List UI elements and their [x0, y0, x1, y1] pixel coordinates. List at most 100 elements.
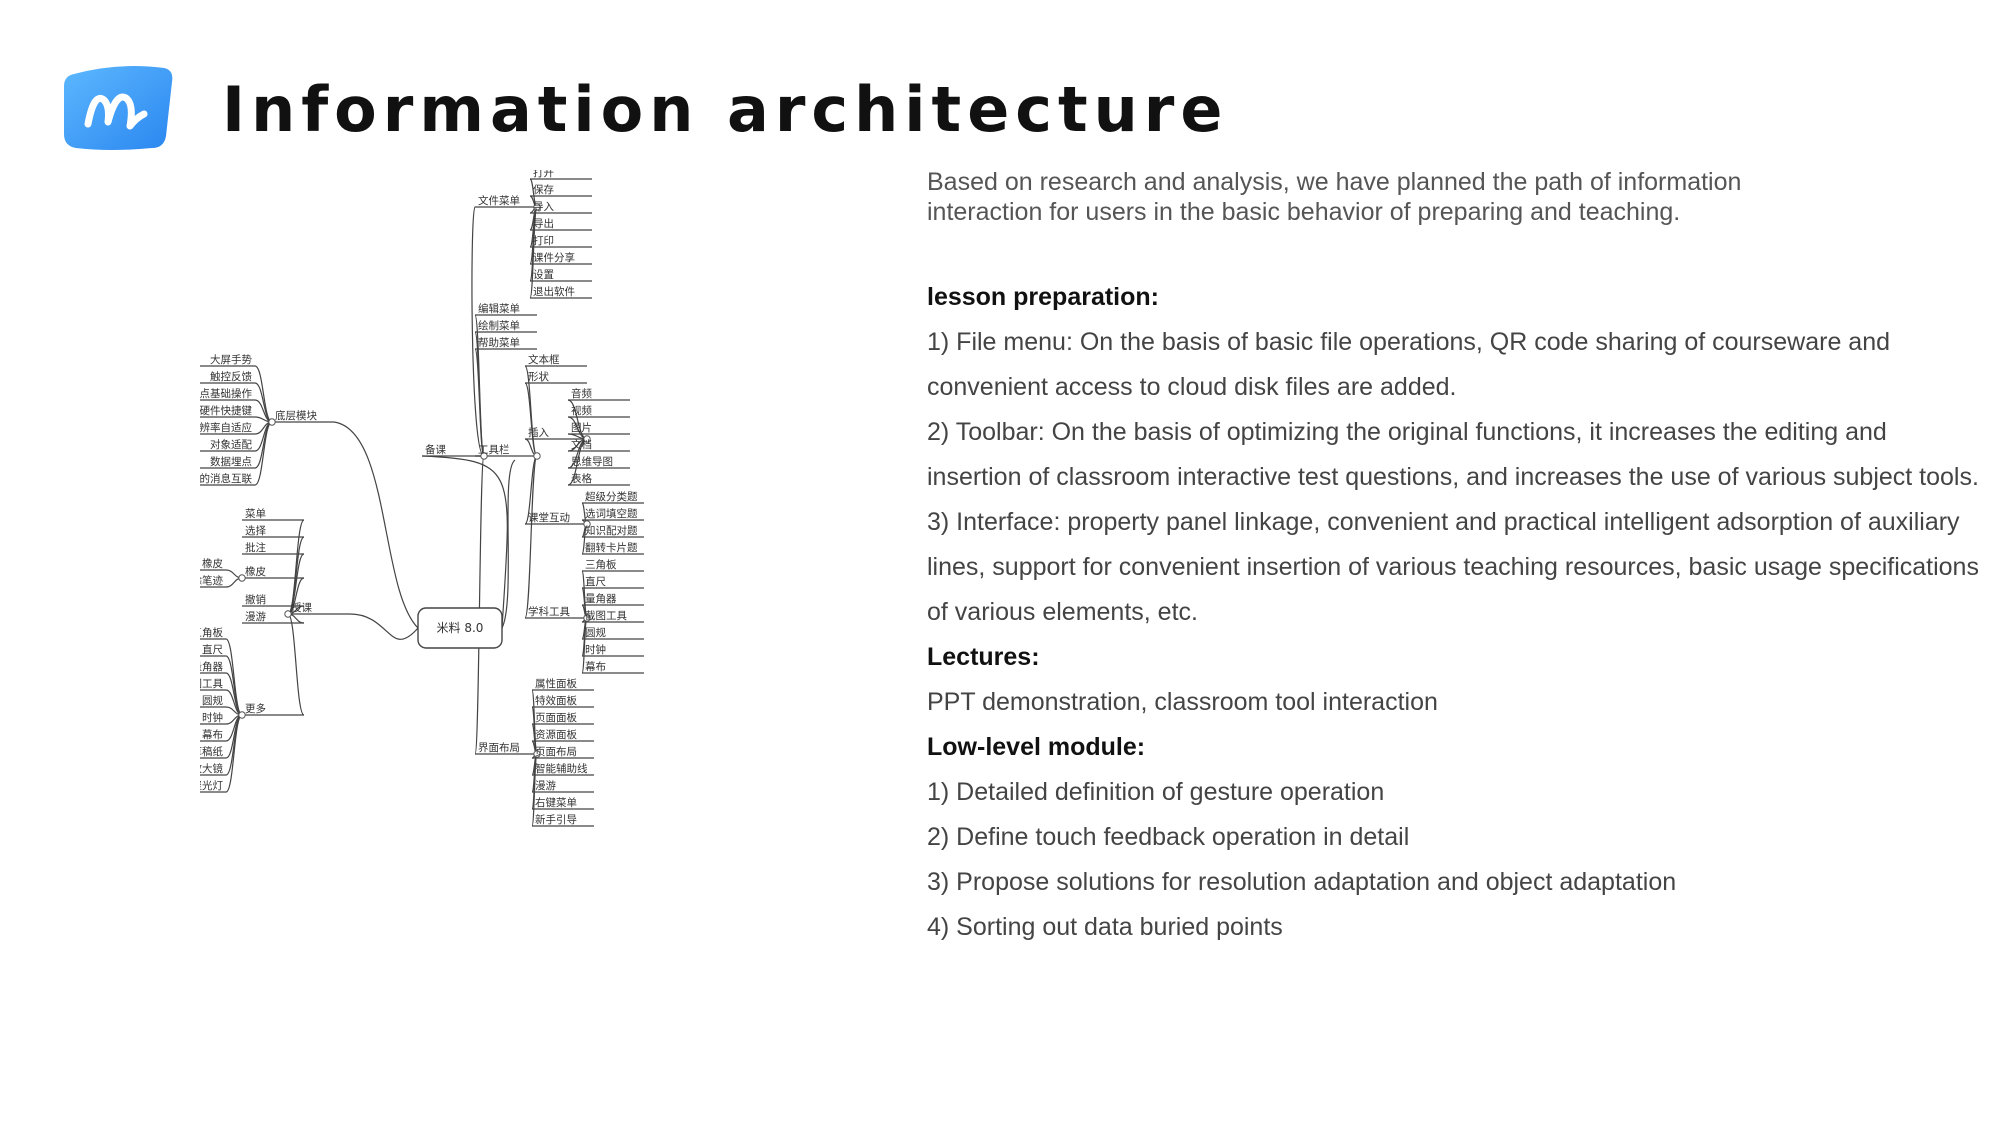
collapse-toggle-icon[interactable]: [583, 520, 591, 528]
mindmap-node-ia-fill[interactable]: 选词填空题: [585, 507, 638, 520]
mindmap-node-lc-undo[interactable]: 撤销: [245, 593, 266, 606]
mindmap-node-mo-clock[interactable]: 时钟: [202, 711, 223, 724]
mindmap-node-bs-touch[interactable]: 触控反馈: [210, 370, 252, 383]
mindmap-node-fm-export[interactable]: 导出: [533, 217, 554, 230]
collapse-toggle-icon[interactable]: [533, 203, 541, 211]
section-lectures: Lectures: PPT demonstration, classroom t…: [927, 635, 1987, 725]
mindmap-node-layout[interactable]: 界面布局: [478, 742, 520, 754]
mindmap-node-mo-protractor[interactable]: 量角器: [200, 661, 223, 673]
mindmap-node-help-menu[interactable]: 帮助菜单: [478, 336, 520, 349]
list-item: 2) Define touch feedback operation in de…: [927, 823, 1410, 851]
mindmap-node-ly-page[interactable]: 页面面板: [535, 711, 577, 724]
collapse-toggle-icon[interactable]: [533, 750, 541, 758]
mindmap-node-edit-menu[interactable]: 编辑菜单: [478, 302, 520, 315]
page-title: Information architecture: [222, 73, 1229, 146]
section-title: Lectures:: [927, 643, 1040, 671]
mindmap-node-mo-draft[interactable]: 草稿纸: [200, 745, 223, 758]
mindmap-node-st-clock[interactable]: 时钟: [585, 643, 606, 656]
mindmap-connector: [287, 519, 305, 615]
collapse-toggle-icon[interactable]: [583, 435, 591, 443]
mindmap-node-lesson[interactable]: 备课: [425, 443, 446, 456]
mindmap-connector: [471, 206, 485, 457]
mindmap-node-mo-compass[interactable]: 圆规: [202, 694, 223, 707]
mindmap-node-tb-textbox[interactable]: 文本框: [528, 353, 560, 366]
mindmap-node-ly-guide[interactable]: 新手引导: [535, 813, 577, 826]
mindmap-connector: [254, 421, 273, 486]
mindmap-node-mo-spotlight[interactable]: 聚光灯: [200, 779, 223, 792]
mindmap-node-ins-image[interactable]: 图片: [571, 421, 592, 434]
list-item: 1) File menu: On the basis of basic file…: [927, 328, 1891, 401]
mindmap-node-lc-menu[interactable]: 菜单: [245, 508, 266, 520]
collapse-toggle-icon[interactable]: [238, 574, 246, 582]
mindmap-node-ins-video[interactable]: 视频: [571, 404, 592, 417]
mindmap-node-mo-ruler[interactable]: 直尺: [202, 643, 223, 656]
collapse-toggle-icon[interactable]: [238, 711, 246, 719]
mindmap-node-st-ruler[interactable]: 直尺: [585, 575, 606, 588]
mindmap-node-mo-magnifier[interactable]: 放大镜: [200, 762, 223, 775]
mindmap-node-bs-object[interactable]: 对象适配: [210, 438, 252, 451]
mindmap-node-ly-resource[interactable]: 资源面板: [535, 728, 577, 741]
mindmap-node-ly-context[interactable]: 右键菜单: [535, 796, 577, 809]
mindmap-node-ins-mindmap[interactable]: 思维导图: [571, 455, 613, 468]
mindmap-node-ia-match[interactable]: 知识配对题: [585, 524, 638, 537]
mindmap-node-fm-import[interactable]: 导入: [533, 201, 554, 213]
collapse-toggle-icon[interactable]: [284, 610, 292, 618]
mindmap-node-st-triangle[interactable]: 三角板: [585, 558, 617, 571]
mindmap-connector: [524, 455, 538, 619]
list-item: 3) Propose solutions for resolution adap…: [927, 868, 1677, 896]
mindmap-node-fm-exit[interactable]: 退出软件: [533, 285, 575, 298]
mindmap-node-bs-hotkeys[interactable]: 硬件快捷键: [200, 404, 252, 417]
mindmap-node-fm-save[interactable]: 保存: [533, 183, 554, 196]
mindmap-node-file-menu[interactable]: 文件菜单: [478, 194, 520, 207]
mindmap-node-st-protractor[interactable]: 量角器: [585, 593, 617, 605]
mindmap-node-mo-curtain[interactable]: 幕布: [202, 728, 223, 741]
mindmap-node-st-curtain[interactable]: 幕布: [585, 660, 606, 673]
collapse-toggle-icon[interactable]: [480, 452, 488, 460]
mindmap-node-bs-gesture[interactable]: 大屏手势: [210, 353, 252, 366]
mindmap-node-lc-pen[interactable]: 批注: [245, 541, 266, 554]
mindmap-node-ly-pagelayout[interactable]: 页面布局: [535, 746, 577, 758]
mindmap-node-ly-property[interactable]: 属性面板: [535, 677, 577, 690]
mindmap-node-er-eraser[interactable]: 橡皮: [202, 557, 223, 570]
mindmap-node-st-screenshot[interactable]: 截图工具: [585, 609, 627, 622]
mindmap-node-ins-audio[interactable]: 音频: [571, 387, 592, 400]
mindmap-node-ia-flip[interactable]: 翻转卡片题: [585, 541, 638, 554]
mindmap-node-ins-table[interactable]: 表格: [571, 472, 592, 485]
mindmap-node-interaction[interactable]: 课堂互动: [528, 512, 570, 524]
mindmap-node-fm-settings[interactable]: 设置: [533, 269, 554, 281]
list-item: 4) Sorting out data buried points: [927, 913, 1283, 941]
mindmap-node-ly-effects[interactable]: 特效面板: [535, 694, 577, 707]
mindmap-node-bs-resolution[interactable]: 分辨率自适应: [200, 421, 252, 434]
mindmap-node-lecture[interactable]: 授课: [291, 601, 312, 614]
mindmap-node-toolbar[interactable]: 工具栏: [478, 443, 510, 456]
mindmap-root-box[interactable]: [417, 607, 503, 649]
mindmap-connector: [333, 421, 419, 629]
mindmap-node-er-clear[interactable]: 清除笔迹: [200, 574, 223, 587]
mindmap-node-fm-open[interactable]: 打开: [533, 170, 554, 179]
mindmap-node-ly-guides[interactable]: 智能辅助线: [535, 762, 588, 775]
mindmap-node-ia-classify[interactable]: 超级分类题: [585, 490, 638, 503]
collapse-toggle-icon[interactable]: [533, 452, 541, 460]
mindmap-node-ins-doc[interactable]: 文档: [571, 438, 592, 451]
mindmap-node-mo-triangle[interactable]: 三角板: [200, 626, 223, 639]
mindmap-node-mo-screenshot[interactable]: 截图工具: [200, 677, 223, 690]
mindmap-node-lc-eraser[interactable]: 橡皮: [245, 565, 266, 578]
collapse-toggle-icon[interactable]: [583, 614, 591, 622]
mindmap-node-base[interactable]: 底层模块: [275, 409, 317, 422]
mindmap-node-bs-element[interactable]: 元素控制点基础操作: [200, 387, 252, 400]
mindmap-node-fm-share[interactable]: 课件分享: [533, 251, 575, 264]
mindmap-node-bs-points[interactable]: 数据埋点: [210, 455, 252, 468]
mindmap-node-lc-more[interactable]: 更多: [245, 702, 266, 715]
collapse-toggle-icon[interactable]: [268, 418, 276, 426]
mindmap-node-fm-print[interactable]: 打印: [533, 234, 554, 247]
mindmap-node-ly-roam[interactable]: 漫游: [535, 779, 556, 792]
mindmap-node-subject-tools[interactable]: 学科工具: [528, 605, 570, 618]
mindmap-node-lc-roam[interactable]: 漫游: [245, 610, 266, 623]
mindmap-node-insert[interactable]: 插入: [528, 426, 549, 439]
mindmap-node-bs-interop[interactable]: 与其它软件的消息互联: [200, 472, 252, 485]
mindmap-node-lc-select[interactable]: 选择: [245, 524, 266, 537]
mindmap-root-label[interactable]: 米料 8.0: [437, 621, 484, 635]
mindmap-node-tb-shape[interactable]: 形状: [528, 370, 549, 383]
mindmap-node-st-compass[interactable]: 圆规: [585, 626, 606, 639]
mindmap-node-draw-menu[interactable]: 绘制菜单: [478, 319, 520, 332]
